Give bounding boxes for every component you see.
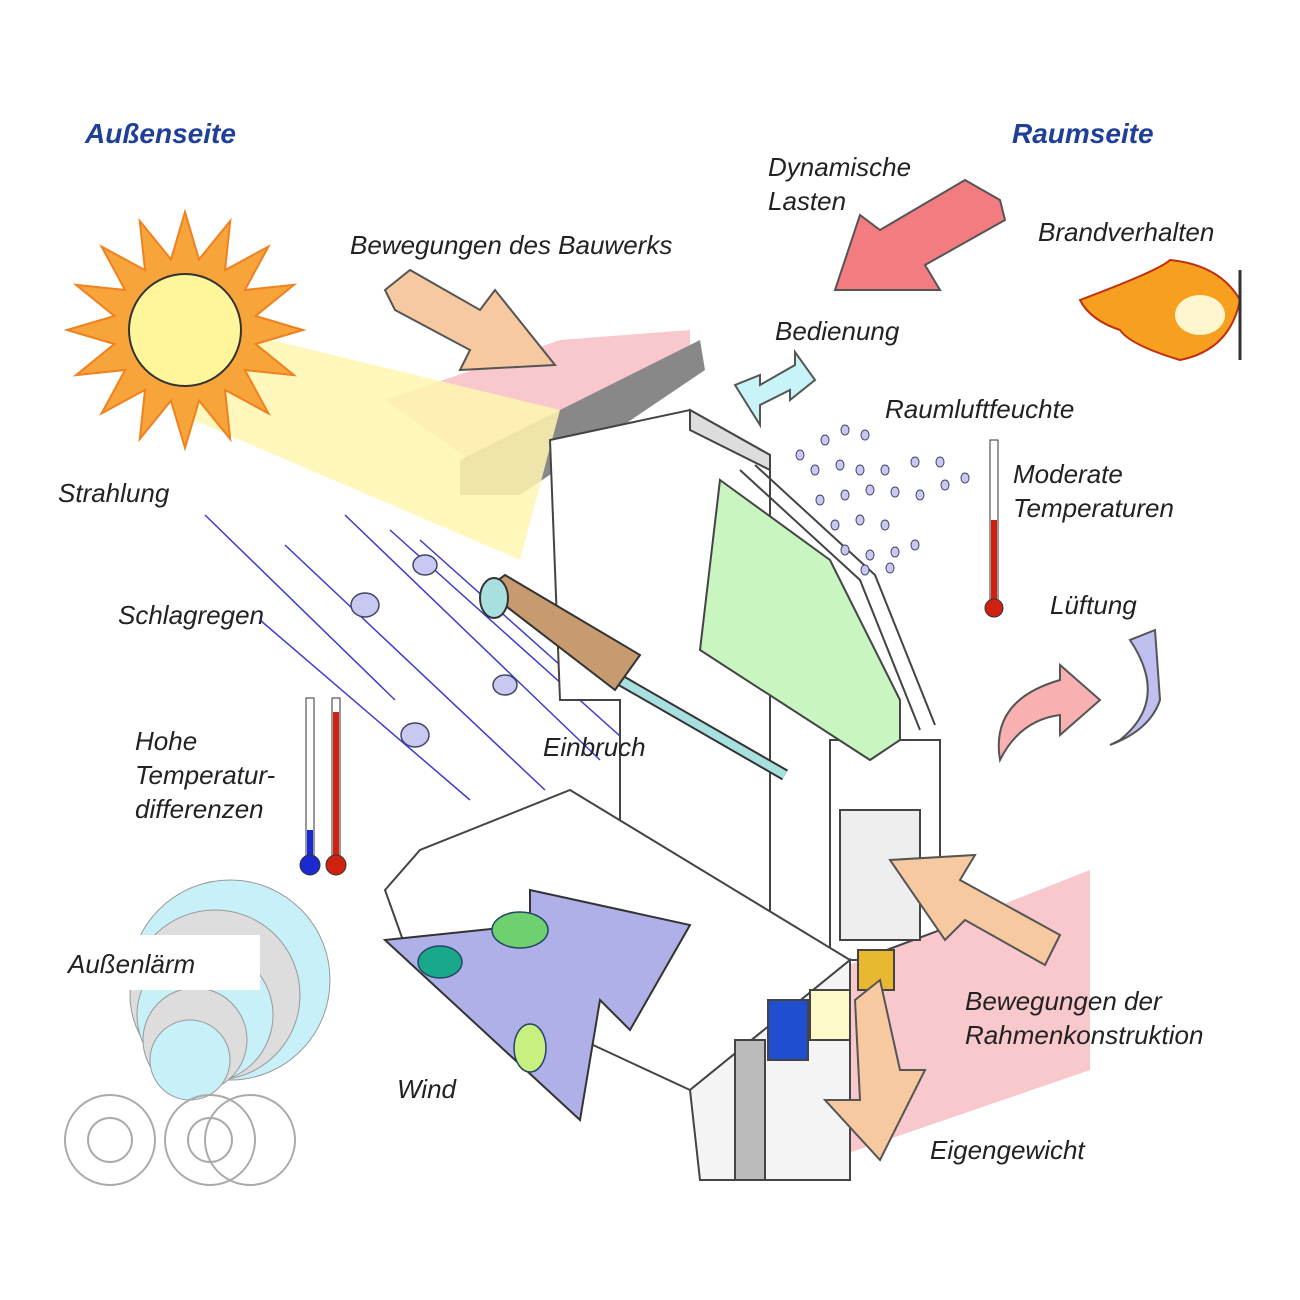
- wind-label: Wind: [397, 1074, 457, 1104]
- humidity-drop: [915, 489, 925, 501]
- humidity-drops: [795, 424, 970, 576]
- sun-icon: [63, 208, 307, 452]
- dead-weight-label: Eigengewicht: [930, 1135, 1085, 1165]
- humidity-drop: [860, 564, 870, 576]
- noise-label-bg: [65, 935, 260, 990]
- room-humidity-label: Raumluftfeuchte: [885, 394, 1075, 424]
- humidity-drop: [865, 484, 875, 496]
- building-movement-arrow: [383, 268, 557, 372]
- building-movement-label: Bewegungen des Bauwerks: [350, 230, 673, 260]
- humidity-drop: [885, 562, 895, 574]
- fire-icon: [1078, 258, 1242, 362]
- humidity-drop: [935, 456, 945, 468]
- burglary-label: Einbruch: [543, 732, 646, 762]
- humidity-drop: [810, 464, 820, 476]
- inside-side-label: Raumseite: [1012, 118, 1154, 149]
- ventilation-arrows-icon: [997, 628, 1162, 764]
- outside-noise-label: Außenlärm: [68, 949, 196, 979]
- wheel-icons: [64, 1094, 296, 1186]
- thermometer-icon-hot: [325, 697, 347, 876]
- humidity-drop: [795, 449, 805, 461]
- operation-arrow: [733, 348, 817, 429]
- dead-weight-arrow: [822, 978, 927, 1162]
- dynamic-loads-arrow: [833, 178, 1007, 291]
- humidity-drop: [940, 479, 950, 491]
- humidity-drop: [830, 519, 840, 531]
- humidity-drop: [820, 434, 830, 446]
- humidity-drop: [855, 514, 865, 526]
- humidity-drop: [890, 546, 900, 558]
- humidity-drop: [910, 539, 920, 551]
- leaf-icons: [417, 911, 549, 1073]
- humidity-drop: [840, 489, 850, 501]
- humidity-drop: [865, 549, 875, 561]
- humidity-drop: [880, 519, 890, 531]
- operation-label: Bedienung: [775, 316, 900, 346]
- humidity-drop: [840, 544, 850, 556]
- humidity-drop: [855, 464, 865, 476]
- outside-side-label: Außenseite: [85, 118, 236, 149]
- humidity-drop: [890, 486, 900, 498]
- frame-movement-arrow: [888, 853, 1062, 967]
- humidity-drop: [860, 429, 870, 441]
- thermometer-icon-cold: [299, 697, 321, 876]
- fire-behaviour-label: Brandverhalten: [1038, 217, 1215, 247]
- ventilation-label: Lüftung: [1050, 590, 1137, 620]
- humidity-drop: [960, 472, 970, 484]
- humidity-drop: [880, 464, 890, 476]
- humidity-drop: [815, 494, 825, 506]
- humidity-drop: [840, 424, 850, 436]
- humidity-drop: [910, 456, 920, 468]
- screwdriver-icon: [479, 573, 788, 781]
- humidity-drop: [835, 459, 845, 471]
- sunbeam: [170, 330, 560, 560]
- driving-rain-label: Schlagregen: [118, 600, 264, 630]
- thermometer-icon-moderate: [984, 439, 1004, 618]
- radiation-label: Strahlung: [58, 478, 170, 508]
